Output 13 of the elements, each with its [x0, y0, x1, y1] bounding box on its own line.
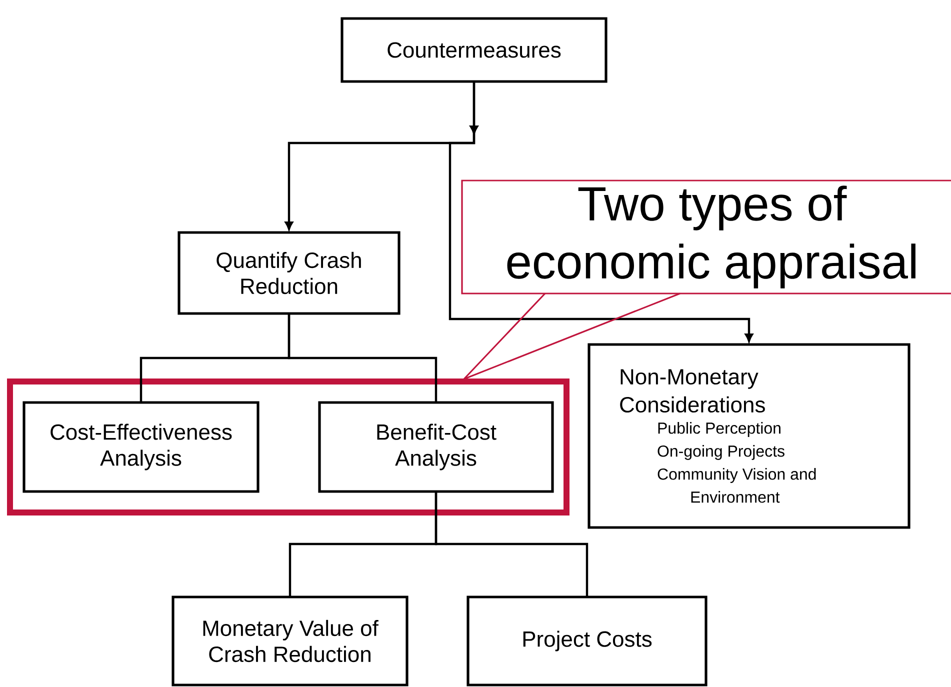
process-box: Cost-Effectiveness Analysis [22, 401, 260, 493]
arrow [448, 82, 753, 342]
connector-line [288, 314, 438, 402]
highlight-frame [7, 378, 570, 516]
considerations-box: Non-Monetary Considerations Public Perception On-going Projects Community Vision and Environment [588, 343, 910, 529]
callout-tail [463, 292, 681, 380]
process-box: Monetary Value of Crash Reduction [172, 596, 408, 686]
process-box: Quantify Crash Reduction [178, 231, 400, 315]
callout-box: Two types of economic appraisal [461, 180, 951, 294]
process-box: Countermeasures [340, 17, 608, 83]
process-box: Benefit-Cost Analysis [318, 401, 554, 493]
process-box: Project Costs [466, 596, 708, 686]
connector-line [434, 492, 588, 597]
